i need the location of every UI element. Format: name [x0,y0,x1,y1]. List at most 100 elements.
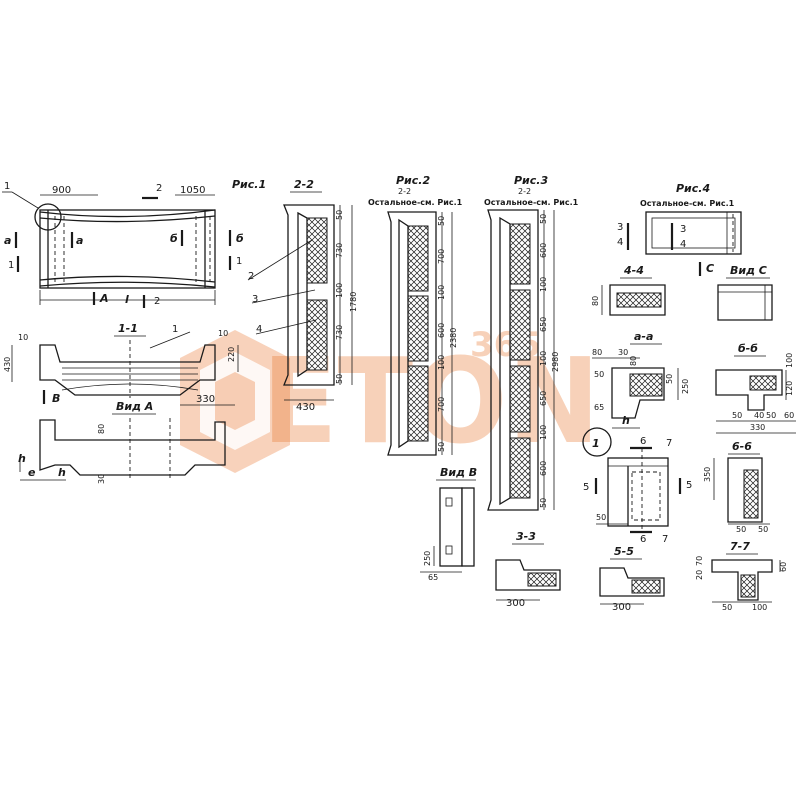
section-a-a-dim-30: 30 [618,348,628,357]
section-2-2-dim-50-top: 50 [335,210,344,220]
fig2-note: Остальное-см. Рис.1 [368,198,463,207]
section-2-2-dim-1780: 1780 [349,292,358,312]
figure-4: Рис.4 Остальное-см. Рис.1 3 3 4 4 C [617,182,742,276]
section-3-3-title: 3-3 [516,530,536,543]
detail-1-mark-6-top: 6 [640,436,646,447]
section-7-7-dim-50: 50 [722,603,732,612]
fig3-dim-50-top: 50 [539,214,548,224]
section-1-1-dim-220: 220 [227,347,236,362]
section-2-2: 2-2 50 730 100 1780 730 50 430 2 3 4 [247,178,358,413]
section-b-b-dim-60: 60 [784,411,794,420]
section-1-1-dim-10-right: 10 [218,329,228,338]
figure-3: Рис.3 2-2 Остальное-см. Рис.1 50 600 100… [484,174,579,511]
fig3-dim-600-bottom: 600 [539,461,548,476]
section-a-a-dim-80: 80 [592,348,602,357]
fig4-mark-4-inner: 4 [680,239,686,250]
detail-1-mark-5-left: 5 [583,482,589,493]
section-a-a-dim-50-left: 50 [594,370,604,379]
watermark: ETON 365 [180,325,600,473]
fig2-subtitle: 2-2 [398,187,411,196]
section-2-2-leader-2: 2 [248,271,254,282]
section-1-1-title: 1-1 [118,322,138,335]
fig4-mark-3-inner: 3 [680,224,686,235]
detail-1: 1 5 5 6 6 7 7 50 [582,427,692,545]
section-7-7-dim-100: 100 [752,603,767,612]
section-4-4-dim-80: 80 [591,296,600,306]
fig2-dim-50-top: 50 [437,216,446,226]
section-3-3: 3-3 300 [495,530,561,609]
detail-1-mark-5-right: 5 [686,480,692,491]
section-6-6-title: 6-6 [732,440,752,453]
view-c: Вид С [717,264,773,321]
fig1-title: Рис.1 [232,178,266,191]
section-4-4-title: 4-4 [623,264,644,277]
section-b-b: б-б 100 120 50 40 50 60 330 [715,342,796,434]
section-2-2-title: 2-2 [294,178,314,191]
section-a-a-title: а-а [634,330,653,343]
section-2-2-dim-730-top: 730 [335,243,344,258]
fig3-dim-100-1: 100 [539,277,548,292]
view-b-dim-250: 250 [423,551,432,566]
fig2-dim-100-top: 100 [437,285,446,300]
fig3-dim-100-2: 100 [539,351,548,366]
fig1-mark-a-left: a [4,234,11,247]
view-b-title: Вид В [440,466,477,479]
fig1-mark-2-top: 2 [156,183,162,194]
section-7-7-title: 7-7 [730,540,750,553]
fig1-callout: 1 [4,181,10,192]
fig1-dim-1050: 1050 [180,185,205,196]
section-7-7: 7-7 20 70 60 50 100 [695,540,788,612]
section-1-1-dim-10-left: 10 [18,333,28,342]
fig2-dim-50-bottom: 50 [437,442,446,452]
watermark-logo-icon [180,330,290,473]
section-a-a-dim-65: 65 [594,403,604,412]
section-7-7-dim-20: 20 [695,570,704,580]
fig1-mark-A: A [99,292,109,305]
section-6-6-dim-50-right: 50 [758,525,768,534]
section-5-5: 5-5 300 [599,545,665,613]
section-5-5-dim-300: 300 [612,602,631,613]
fig1-mark-1-right: 1 [236,256,242,267]
section-7-7-dim-70: 70 [695,556,704,566]
fig1-mark-2-bottom: 2 [154,296,160,307]
fig3-dim-50-bottom: 50 [539,498,548,508]
fig1-mark-b-left: б [170,232,178,245]
fig3-dim-650-2: 650 [539,391,548,406]
section-b-b-dim-100: 100 [785,353,794,368]
fig4-mark-3-left: 3 [617,222,623,233]
section-a-a-dim-80-inner: 80 [629,356,638,366]
fig4-mark-4-left: 4 [617,237,623,248]
fig3-dim-100-3: 100 [539,425,548,440]
section-b-b-dim-50-a: 50 [732,411,742,420]
fig2-dim-2380: 2380 [449,328,458,348]
section-1-1-dim-330: 330 [196,394,215,405]
section-1-1-leader: 1 [172,324,178,335]
section-1-1-mark-B: B [52,392,60,405]
view-a-dim-h-right: h [58,466,66,479]
view-b-dim-65: 65 [428,573,438,582]
section-b-b-dim-40: 40 [754,411,764,420]
fig3-subtitle: 2-2 [518,187,531,196]
section-a-a-dim-250: 250 [681,379,690,394]
detail-1-dim-50: 50 [596,513,606,522]
section-6-6: 6-6 350 50 50 [703,440,770,534]
view-a: Вид А 80 30 h e h [18,400,226,484]
view-a-dim-30: 30 [97,474,106,484]
section-2-2-dim-50-bottom: 50 [335,374,344,384]
section-b-b-dim-330: 330 [750,423,765,432]
fig1-mark-l: l [125,293,129,306]
fig3-dim-600-top: 600 [539,243,548,258]
fig2-dim-700-bottom: 700 [437,397,446,412]
section-7-7-dim-60: 60 [779,562,788,572]
fig2-dim-100-bottom: 100 [437,355,446,370]
section-1-1-dim-430: 430 [3,357,12,372]
view-a-dim-h-left: h [18,452,26,465]
section-4-4: 4-4 80 [591,264,666,316]
section-b-b-dim-50-b: 50 [766,411,776,420]
view-b: Вид В 250 65 [420,466,477,582]
view-a-dim-e: e [28,466,36,479]
view-c-title: Вид С [730,264,767,277]
fig1-dim-900: 900 [52,185,71,196]
section-6-6-dim-350: 350 [703,467,712,482]
